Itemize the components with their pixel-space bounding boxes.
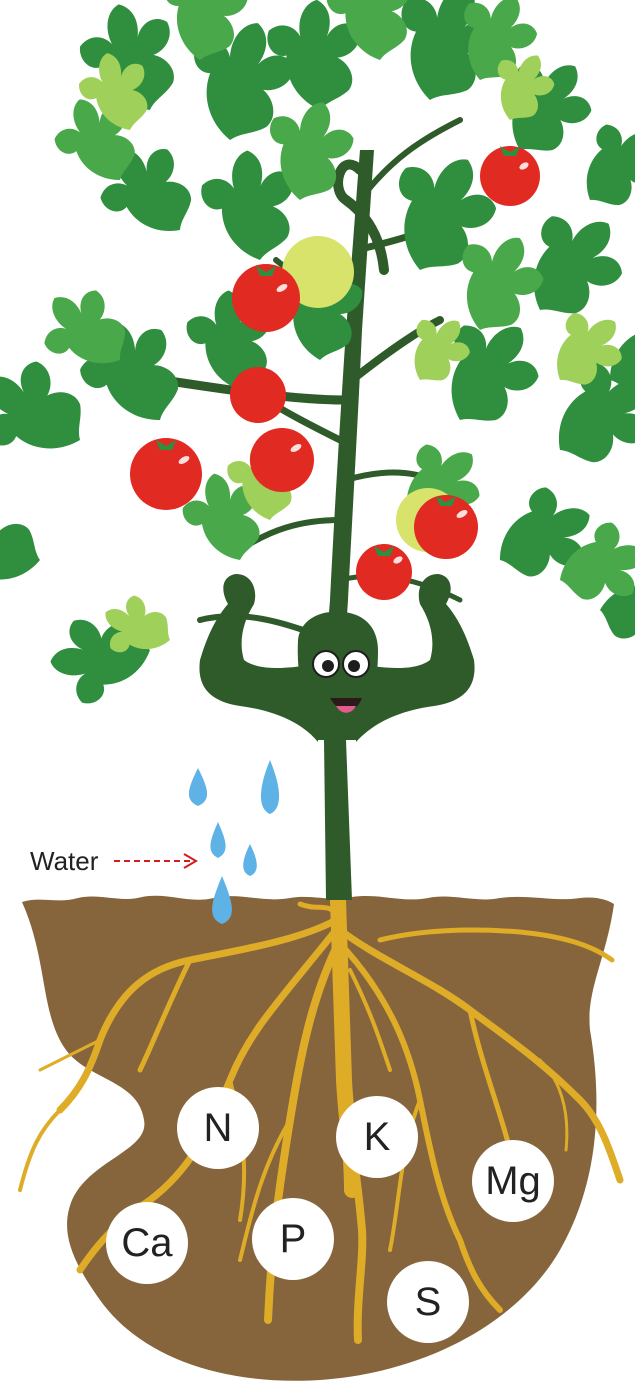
nutrient-p: P bbox=[252, 1198, 334, 1280]
nutrient-ca-label: Ca bbox=[121, 1221, 173, 1265]
water-arrow bbox=[114, 854, 196, 868]
nutrient-k-label: K bbox=[364, 1115, 391, 1159]
nutrient-p-label: P bbox=[280, 1217, 307, 1261]
nutrient-s-label: S bbox=[415, 1280, 442, 1324]
foliage bbox=[0, 0, 635, 709]
nutrient-s: S bbox=[387, 1261, 469, 1343]
water-label: Water bbox=[30, 846, 99, 876]
nutrient-n: N bbox=[177, 1087, 259, 1169]
nutrient-ca: Ca bbox=[106, 1202, 188, 1284]
nutrient-n-label: N bbox=[204, 1106, 233, 1150]
nutrient-mg-label: Mg bbox=[485, 1159, 541, 1203]
soil bbox=[22, 896, 614, 1381]
nutrient-k: K bbox=[336, 1096, 418, 1178]
nutrient-mg: Mg bbox=[472, 1140, 554, 1222]
